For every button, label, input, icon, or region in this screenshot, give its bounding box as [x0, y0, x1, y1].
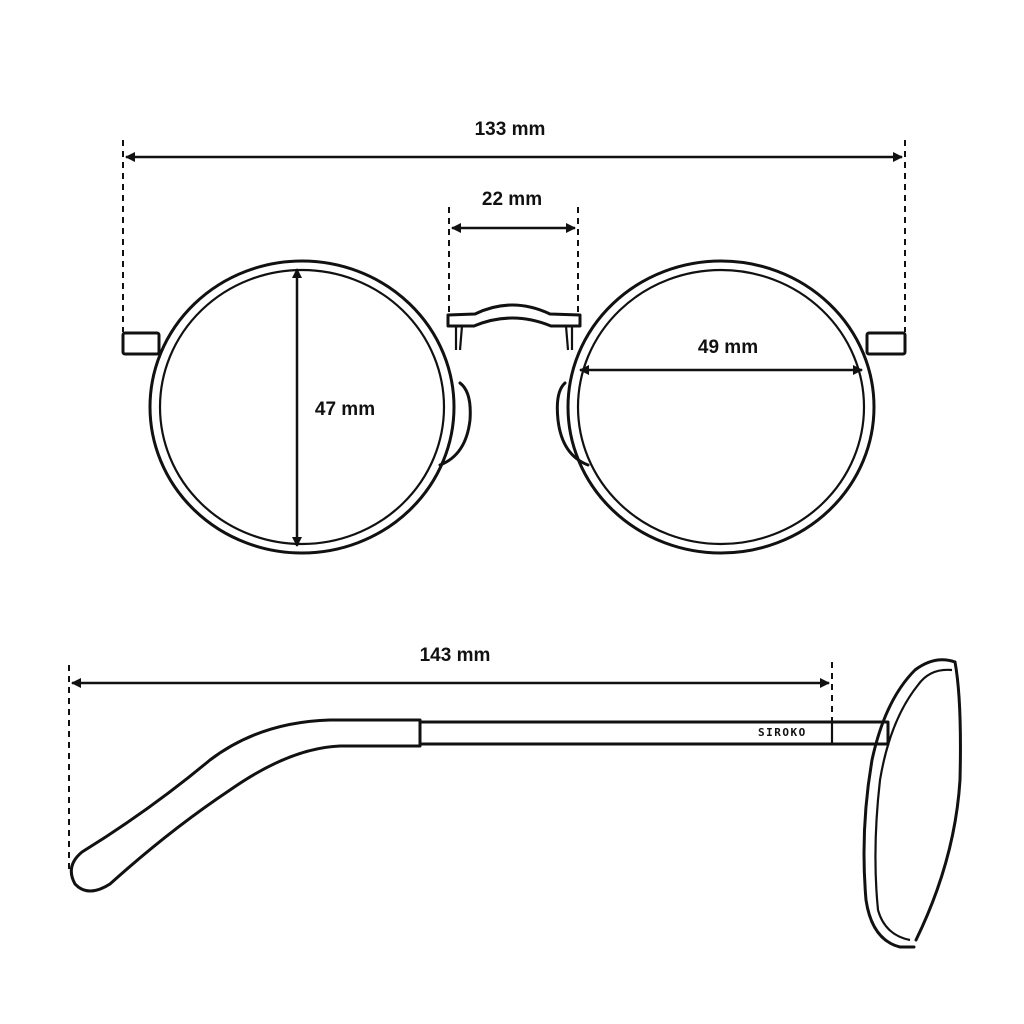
left-lens-rim-outer [148, 259, 456, 555]
temple-length-label: 143 mm [416, 645, 494, 667]
side-lens-frame-outer [862, 658, 957, 949]
right-end-piece [865, 331, 907, 356]
side-view [69, 658, 962, 949]
left-end-piece [121, 331, 161, 356]
right-lens-rim-outer [566, 259, 876, 555]
lens-width-label: 49 mm [694, 337, 762, 359]
bridge [446, 303, 582, 328]
right-lens-rim-inner [576, 268, 866, 546]
front-view [121, 259, 907, 555]
total-width-label: 133 mm [471, 119, 549, 141]
temple-arm [418, 720, 890, 746]
side-lens-frame-inner [874, 668, 953, 942]
right-nose-pad [555, 381, 590, 467]
right-pad-arm [564, 325, 574, 351]
brand-logo: SIROKO [758, 726, 807, 739]
bridge-width-label: 22 mm [478, 189, 546, 211]
side-lens-face [914, 660, 962, 942]
left-lens-rim-inner [158, 268, 446, 546]
lens-height-label: 47 mm [311, 399, 379, 421]
left-pad-arm [454, 325, 464, 351]
left-nose-pad [438, 381, 472, 467]
temple-tip [69, 718, 422, 893]
dimension-lines [68, 140, 906, 870]
